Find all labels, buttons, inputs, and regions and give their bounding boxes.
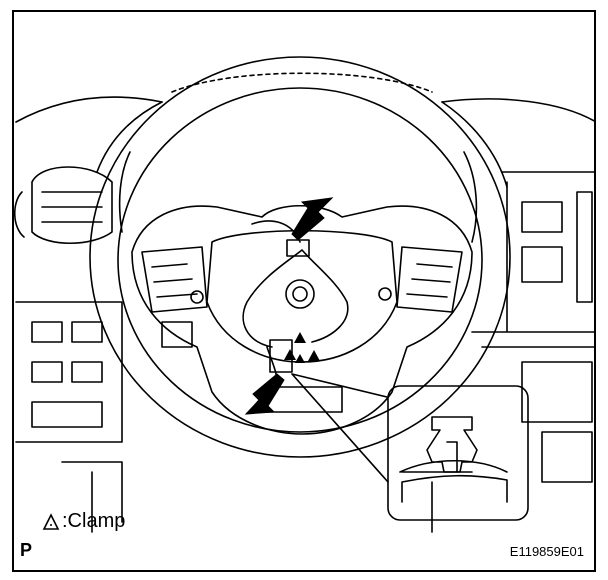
figure-frame: P E119859E01 <box>12 10 596 572</box>
wiring-harness <box>242 220 349 383</box>
clamp-marker <box>295 354 305 363</box>
figure-id: E119859E01 <box>509 544 584 559</box>
rim-grip-right <box>441 101 508 243</box>
clamp-marker <box>284 349 296 360</box>
right-switch-panel <box>396 246 463 313</box>
rim-stitch <box>171 72 433 93</box>
callout-leader-lines <box>291 373 389 483</box>
clamp-triangles <box>284 332 320 363</box>
clamp-marker <box>308 350 320 361</box>
legend: :Clamp <box>42 510 125 533</box>
clamp-detail <box>399 416 508 503</box>
lower-arrow <box>244 373 285 415</box>
dashboard-right-panel <box>471 171 594 483</box>
steering-wheel-illustration <box>14 56 594 533</box>
dashboard-outline <box>15 96 594 123</box>
wheel-rim-outer <box>89 56 511 458</box>
left-vent-knob <box>14 191 193 348</box>
triangle-outline-icon <box>42 512 60 530</box>
left-switch-screw <box>190 290 204 304</box>
detail-callout-box <box>387 385 529 521</box>
left-air-vent <box>31 166 113 245</box>
right-switch-screw <box>378 287 392 301</box>
wheel-hub-outline <box>131 204 473 435</box>
corner-label: P <box>20 540 33 560</box>
legend-label: :Clamp <box>62 510 126 532</box>
clamp-marker <box>294 332 306 343</box>
left-switch-panel <box>141 246 208 313</box>
rim-grip-left <box>96 101 163 233</box>
lower-console <box>61 461 473 533</box>
upper-arrow <box>291 197 334 241</box>
center-nut <box>285 279 315 309</box>
wheel-rim-inner <box>117 87 483 433</box>
dashboard-left-panel <box>15 301 123 443</box>
